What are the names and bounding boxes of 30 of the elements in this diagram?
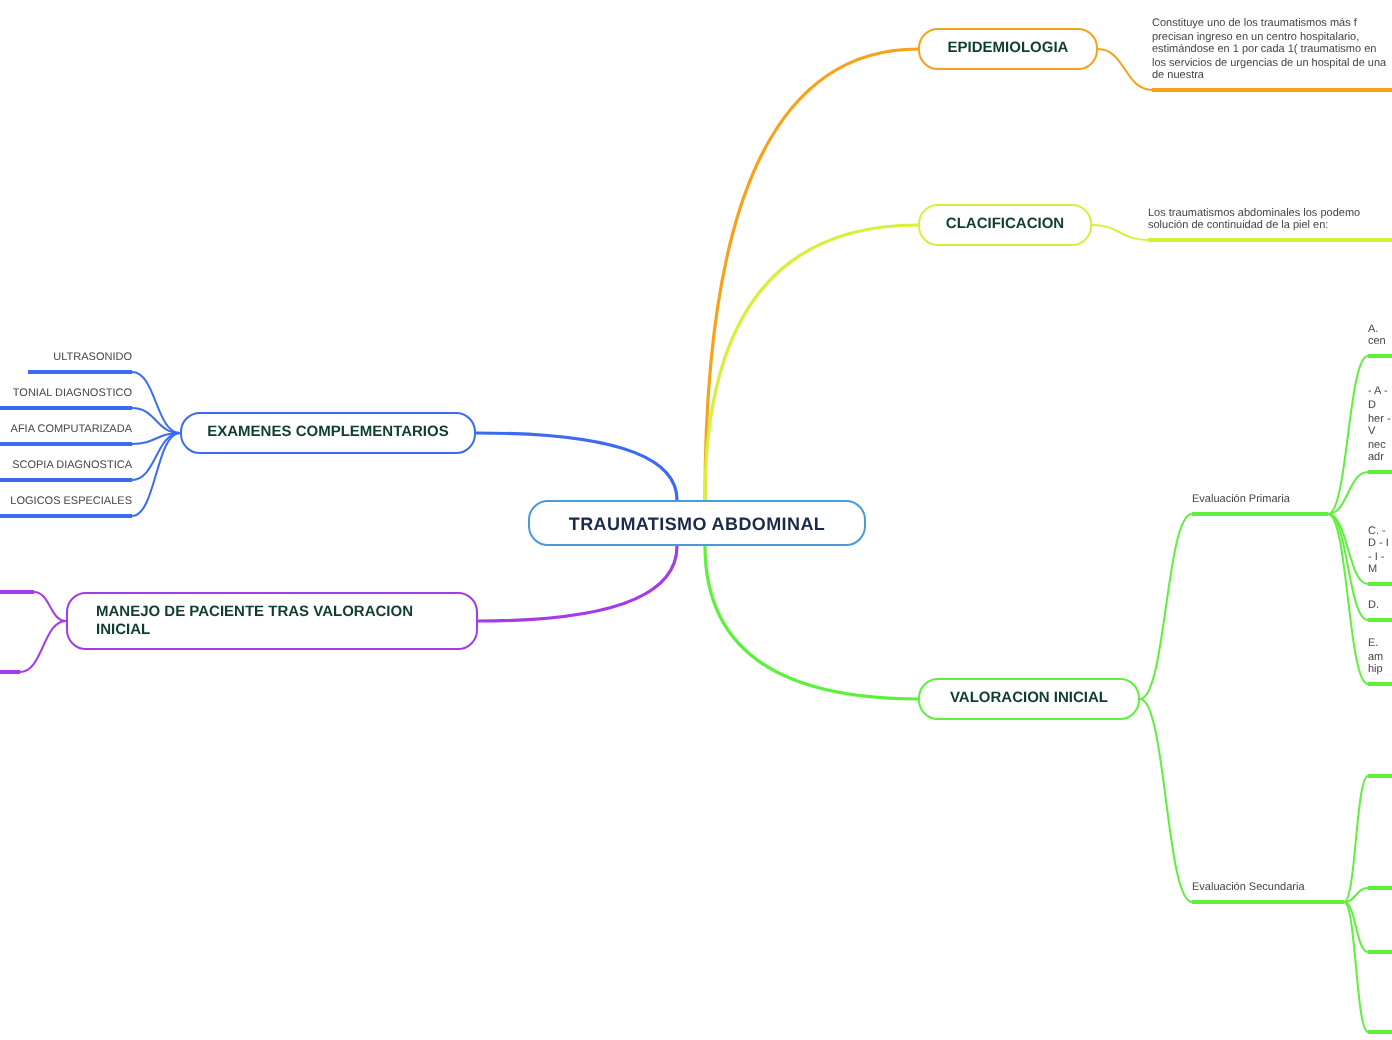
connector-line xyxy=(1139,513,1193,700)
connector-line xyxy=(131,371,181,434)
connector-line xyxy=(1343,901,1369,953)
branch-end-line xyxy=(1368,886,1392,890)
connector-line xyxy=(131,432,181,481)
connector-line xyxy=(1327,513,1369,585)
connector-line xyxy=(1097,48,1153,91)
connector-line xyxy=(703,545,919,701)
connector-line xyxy=(131,407,181,434)
central-topic-box: TRAUMATISMO ABDOMINAL xyxy=(528,500,866,546)
connector-line xyxy=(131,432,181,445)
connector-line xyxy=(703,223,919,501)
connector-line xyxy=(1327,471,1369,515)
connector-line xyxy=(1343,775,1369,903)
connector-line xyxy=(1327,355,1369,515)
connector-line xyxy=(1327,513,1369,621)
branch-end-line xyxy=(1368,1030,1392,1034)
connector-line xyxy=(1139,698,1193,903)
connector-line xyxy=(33,591,67,622)
branch-end-line xyxy=(0,590,34,594)
connector-line xyxy=(1343,901,1369,1033)
connector-line xyxy=(1327,513,1369,685)
branch-end-line xyxy=(1368,950,1392,954)
connector-line xyxy=(477,545,679,623)
connector-line xyxy=(1091,224,1149,241)
connector-line xyxy=(475,431,679,501)
branch-end-line xyxy=(1368,774,1392,778)
connector-line xyxy=(131,432,181,517)
connector-line xyxy=(1343,887,1369,903)
connector-line xyxy=(19,620,67,673)
